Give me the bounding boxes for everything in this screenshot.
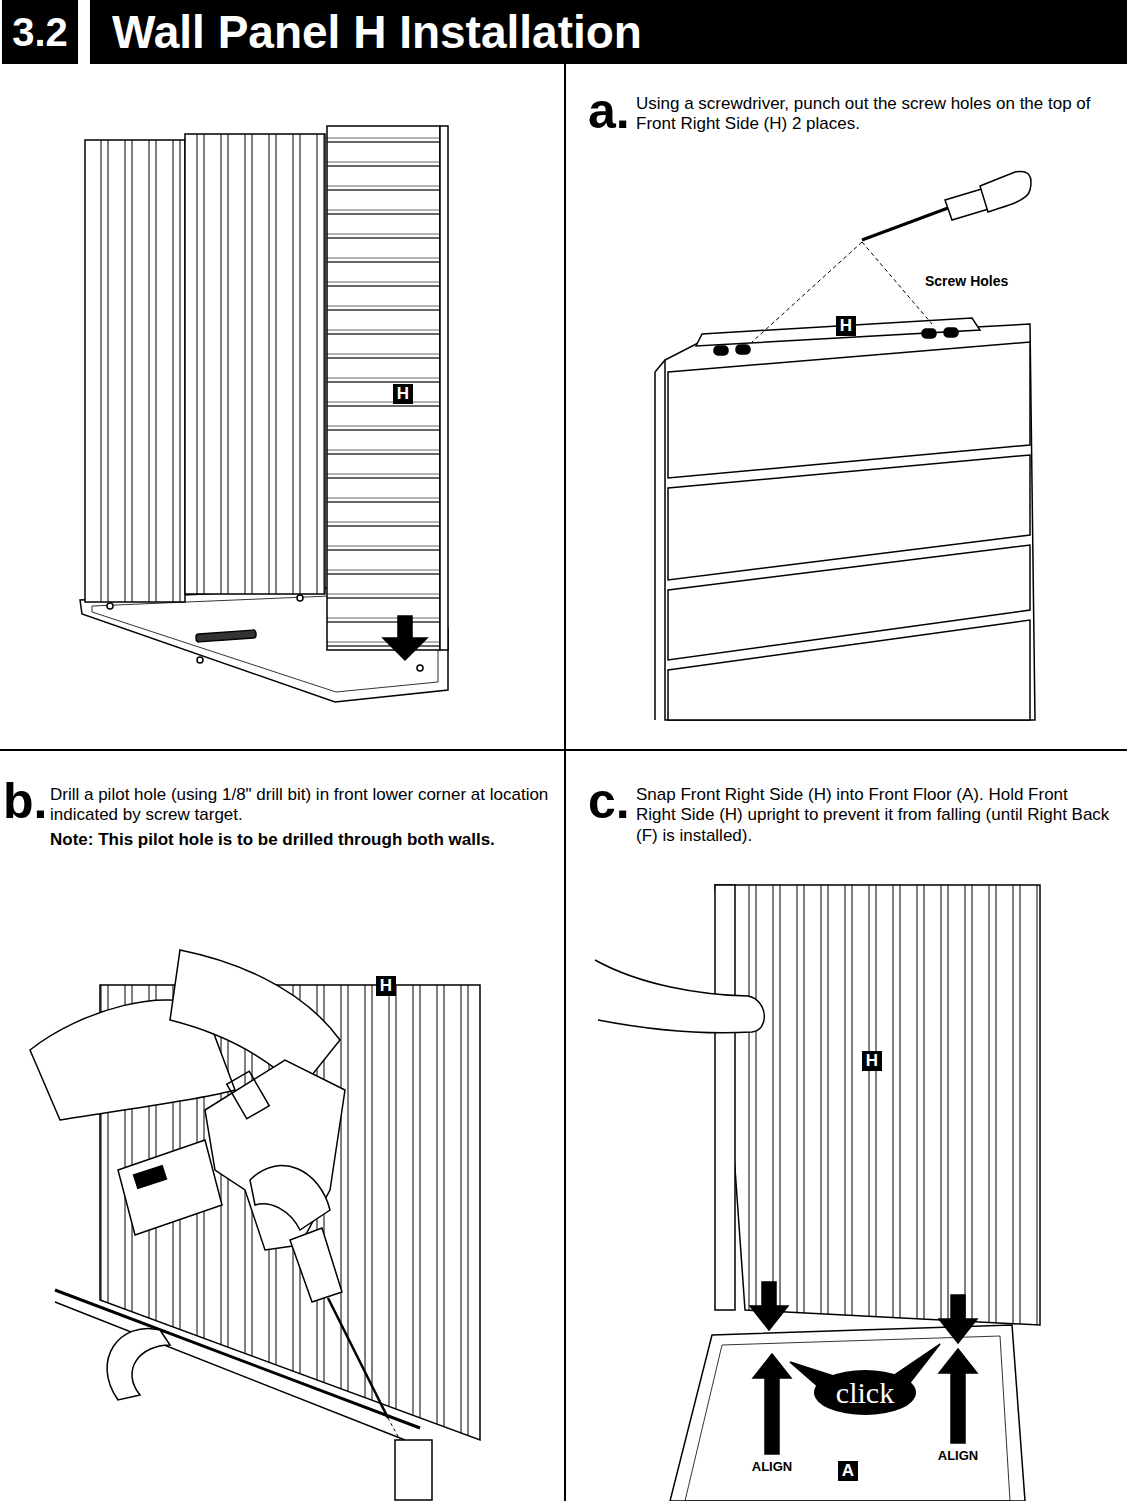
- screwdriver-illustration-part: [714, 346, 728, 355]
- drill-illustration-part: [205, 1060, 345, 1250]
- drill-illustration-part: [227, 1071, 270, 1119]
- snap-illustration-part: [750, 1306, 788, 1330]
- screwdriver-illustration-part: [862, 208, 948, 240]
- part-label: H: [862, 1051, 882, 1072]
- node-text: 3.2: [12, 10, 68, 54]
- overview-illustration-part: [107, 603, 113, 609]
- screwdriver-illustration-part: [752, 242, 862, 342]
- screwdriver-illustration-part: [665, 324, 1035, 720]
- drill-illustration-part: [250, 1166, 330, 1230]
- node-text: H: [866, 1052, 878, 1071]
- drill-illustration-part: [388, 1418, 400, 1440]
- drill-illustration-part: [55, 1302, 405, 1440]
- screwdriver-illustration-part: [668, 342, 1030, 478]
- snap-illustration-part: [939, 1319, 977, 1343]
- overview-illustration: [80, 126, 448, 702]
- overview-illustration-part: [327, 126, 440, 650]
- snap-illustration-part: [951, 1295, 965, 1321]
- drill-illustration-part: [170, 950, 340, 1090]
- part-label: H: [376, 976, 396, 997]
- node-text: H: [380, 977, 392, 996]
- snap-illustration-part: [753, 1354, 791, 1378]
- screwdriver-illustration-part: [655, 360, 665, 372]
- section-number: 3.2: [2, 0, 78, 64]
- snap-illustration-part: [715, 885, 735, 1310]
- callout-label: Screw Holes: [925, 273, 1008, 290]
- node-text: A: [842, 1462, 854, 1481]
- overview-illustration-part: [185, 134, 325, 594]
- drill-illustration: [30, 950, 480, 1500]
- screwdriver-illustration-part: [922, 329, 936, 338]
- drill-illustration-part: [55, 1290, 420, 1428]
- overview-illustration-part: [383, 638, 427, 660]
- screwdriver-illustration-part: [736, 345, 750, 354]
- snap-illustration-part: [670, 1325, 1025, 1501]
- snap-illustration-part: [762, 1282, 776, 1308]
- drill-illustration-part: [328, 1298, 388, 1418]
- drill-illustration-part: [118, 1140, 222, 1235]
- snap-illustration-part: [765, 1376, 779, 1454]
- part-label: H: [393, 384, 413, 405]
- overview-illustration-part: [85, 140, 185, 602]
- instruction-text: Snap Front Right Side (H) into Front Flo…: [636, 785, 1112, 846]
- snap-illustration-part: [685, 1336, 1010, 1501]
- overview-illustration-part: [440, 126, 448, 650]
- node-text: click: [836, 1376, 894, 1409]
- divider-lines-part: [564, 64, 566, 1501]
- drill-illustration-part: [107, 1328, 170, 1400]
- align-label: ALIGN: [752, 1459, 792, 1475]
- click-callout: click: [814, 1370, 916, 1415]
- overview-illustration-part: [196, 630, 256, 642]
- step-letter: a.: [588, 86, 630, 136]
- drill-illustration-part: [290, 1228, 342, 1302]
- part-label: A: [838, 1461, 858, 1482]
- overview-illustration-part: [197, 657, 203, 663]
- snap-illustration-part: [715, 885, 1040, 1325]
- screwdriver-illustration-part: [668, 620, 1030, 720]
- step-letter: b.: [3, 776, 47, 826]
- divider-lines: [0, 64, 1127, 1501]
- part-label: H: [836, 316, 856, 337]
- screwdriver-illustration: [655, 171, 1035, 720]
- node-text: H: [840, 317, 852, 336]
- screwdriver-illustration-part: [862, 242, 932, 324]
- snap-illustration: [595, 885, 1040, 1501]
- drill-illustration-part: [395, 1440, 432, 1500]
- snap-illustration-part: [951, 1371, 965, 1443]
- screwdriver-illustration-part: [944, 328, 958, 337]
- drill-illustration-part: [134, 1166, 167, 1189]
- overview-illustration-part: [297, 595, 303, 601]
- snap-illustration-part: [595, 960, 764, 1033]
- page-title: Wall Panel H Installation: [90, 0, 1127, 64]
- screwdriver-illustration-part: [980, 171, 1031, 212]
- node-text: H: [397, 385, 409, 404]
- snap-illustration-part: [939, 1349, 977, 1373]
- screwdriver-illustration-part: [654, 372, 656, 720]
- instruction-text: Using a screwdriver, punch out the screw…: [636, 94, 1112, 135]
- instruction-text: Drill a pilot hole (using 1/8" drill bit…: [50, 785, 555, 826]
- overview-illustration-part: [398, 616, 412, 640]
- overview-illustration-part: [417, 665, 423, 671]
- note-text: Note: This pilot hole is to be drilled t…: [50, 830, 555, 850]
- divider-lines-part: [0, 749, 1127, 751]
- align-label: ALIGN: [938, 1448, 978, 1464]
- step-letter: c.: [588, 776, 630, 826]
